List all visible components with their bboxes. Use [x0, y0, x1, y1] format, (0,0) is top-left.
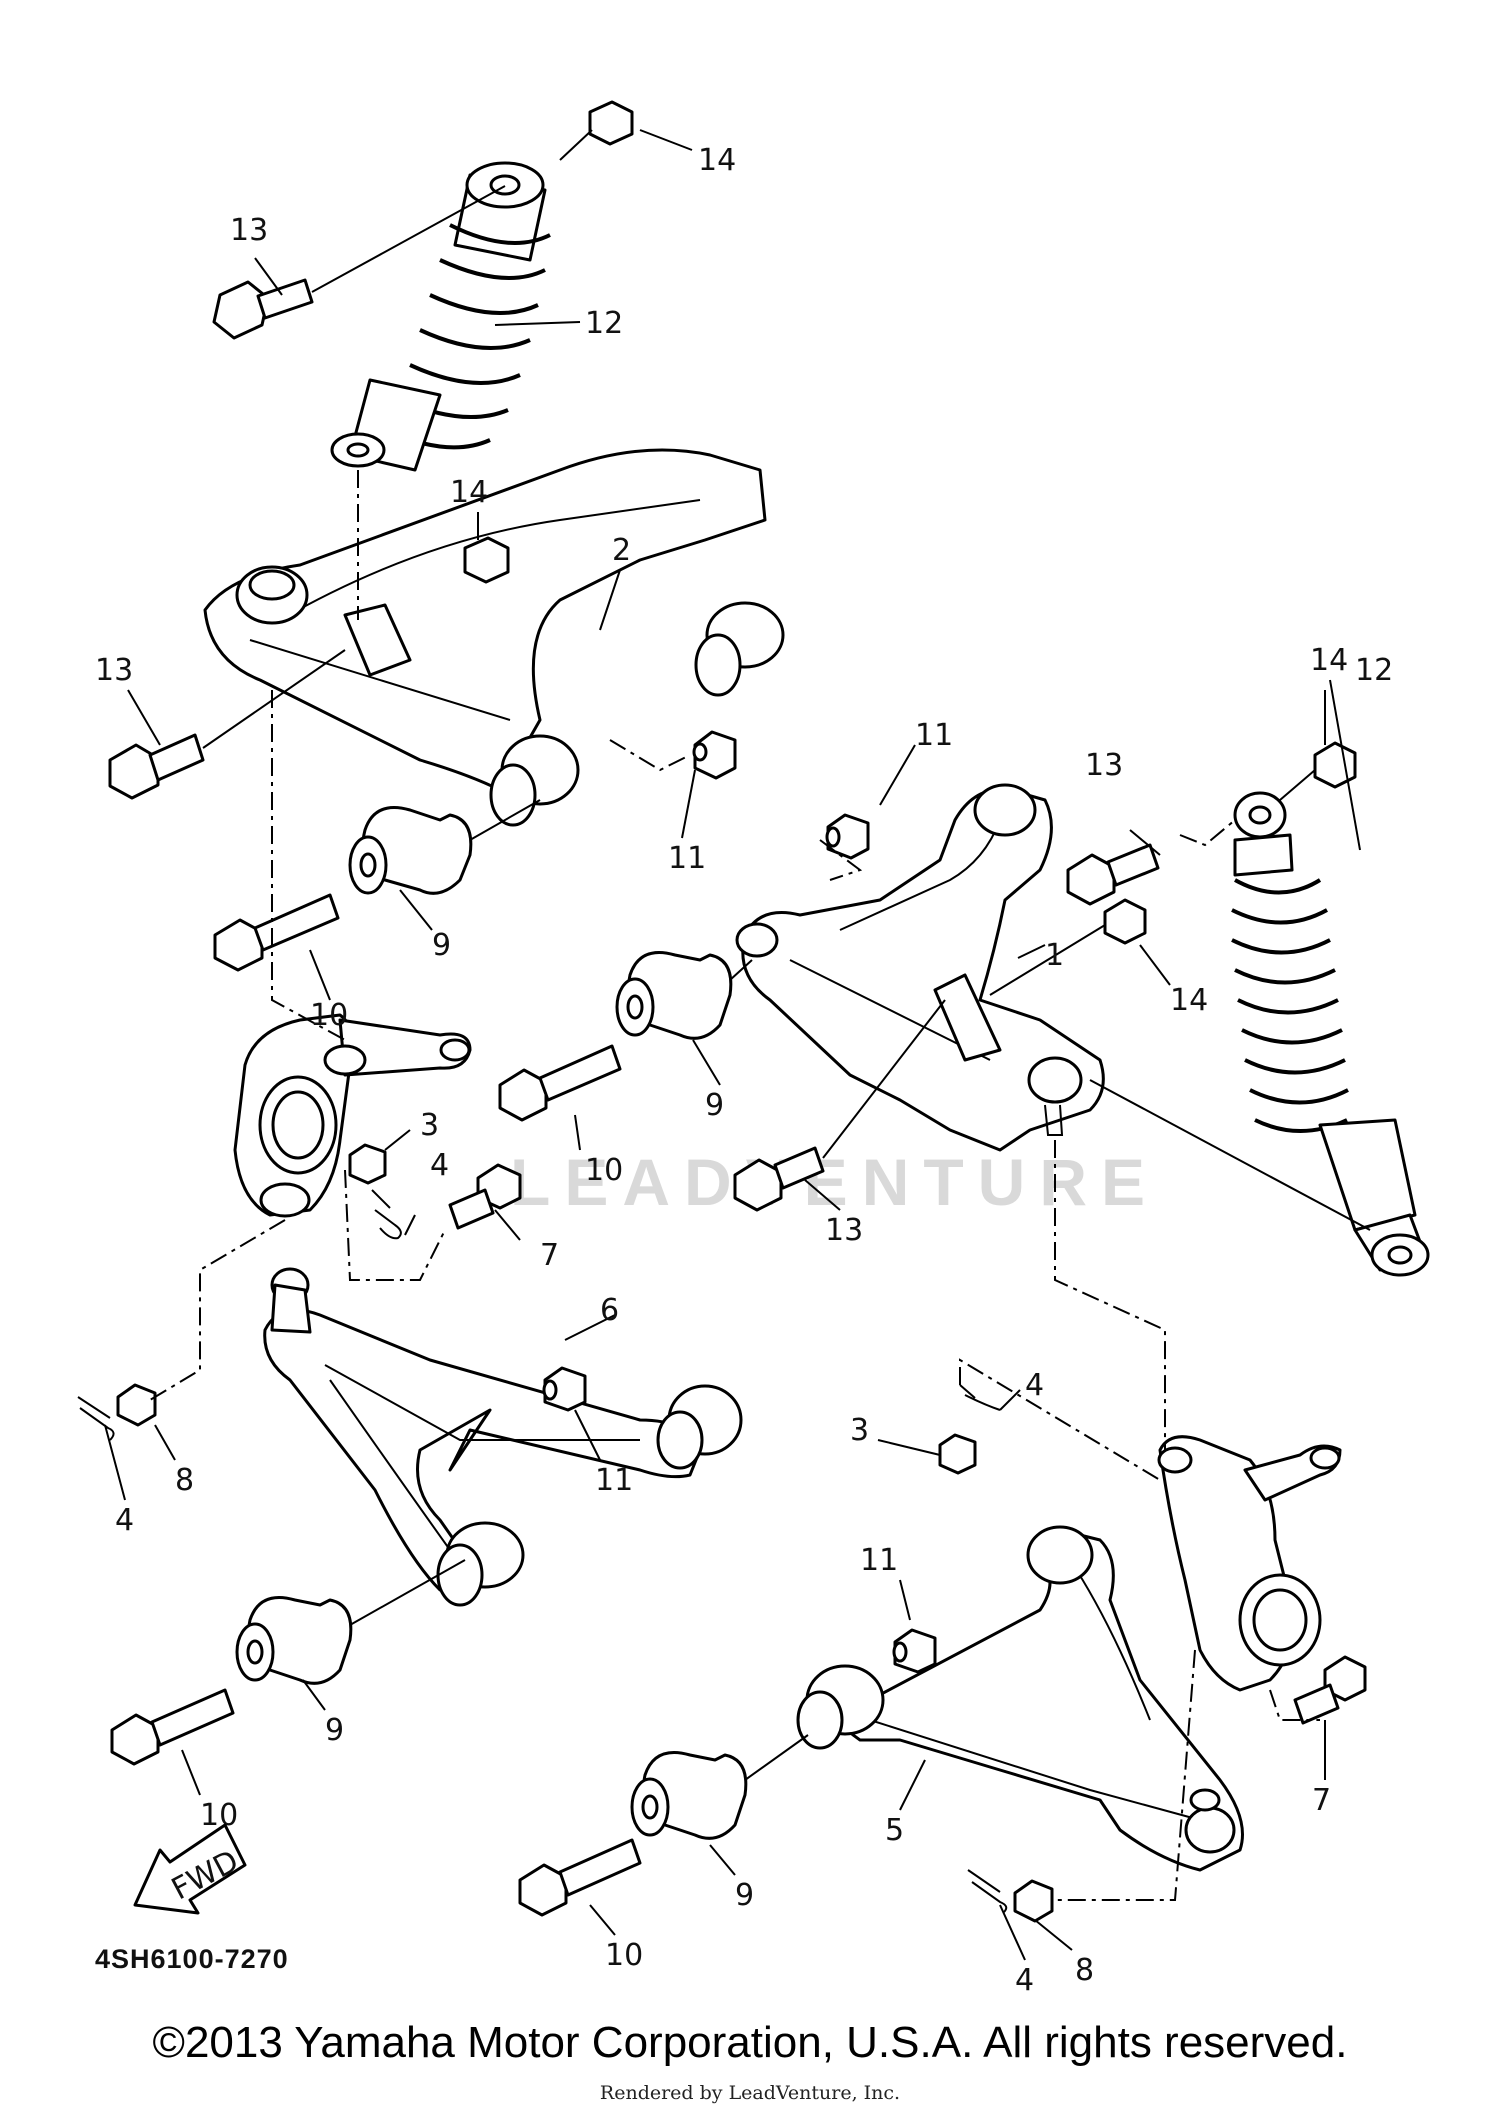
callout-5: 5 [885, 1813, 904, 1848]
bolt-10-lower-left [110, 1688, 235, 1766]
callout-13-right-shock: 13 [1085, 748, 1123, 783]
bushing-9-upper-left [348, 799, 541, 895]
nut-14-right-arm [989, 898, 1147, 996]
bushing-9-upper-right [615, 951, 753, 1040]
bolt-13-right-arm [733, 999, 946, 1212]
callout-labels: 14 13 12 14 2 13 11 9 10 1 14 12 14 13 1… [95, 143, 1393, 1998]
diagram-code: 4SH6100-7270 [95, 1944, 289, 1974]
callout-8-right: 8 [1075, 1953, 1094, 1988]
callout-8-left: 8 [175, 1463, 194, 1498]
callout-13-top: 13 [230, 213, 268, 248]
callout-12-right: 12 [1355, 653, 1393, 688]
callout-9-lower-right: 9 [735, 1878, 754, 1913]
nut-14-top [559, 100, 634, 161]
callout-9-upper-left: 9 [432, 928, 451, 963]
nut-14-right-shock [1279, 741, 1357, 801]
fwd-arrow: FWD [133, 1823, 247, 1915]
callout-3-right: 3 [850, 1413, 869, 1448]
callout-7-right: 7 [1312, 1783, 1331, 1818]
callout-14-top: 14 [698, 143, 736, 178]
callout-14-left-arm: 14 [450, 475, 488, 510]
assembly-lines [149, 470, 1320, 1901]
callout-13-left-arm: 13 [95, 653, 133, 688]
callout-7-left: 7 [540, 1238, 559, 1273]
nut-14-left-arm [463, 536, 510, 584]
nut-11-right-upper [825, 813, 870, 860]
nut-11-left-arm [692, 730, 737, 780]
knuckle-right [1157, 1435, 1342, 1692]
shock-absorber-right [1231, 791, 1430, 1277]
nut-8-right [1013, 1879, 1054, 1923]
nut-11-left-lower [542, 1366, 587, 1412]
bolt-10-middle [498, 1044, 622, 1122]
callout-6: 6 [600, 1293, 619, 1328]
cotter-pin-4-right-upper [959, 1384, 1001, 1411]
callout-leaders [104, 129, 1361, 1961]
watermark: LEADVENTURE [510, 1145, 1159, 1219]
nut-3-right [938, 1433, 977, 1475]
cotter-pin-4-left-upper [371, 1189, 402, 1240]
nut-8-left [116, 1383, 157, 1427]
callout-13-right-arm: 13 [825, 1213, 863, 1248]
bolt-13-top [212, 185, 506, 340]
bushing-9-lower-left [235, 1559, 466, 1685]
bolt-13-right-shock [1066, 843, 1160, 906]
callout-4-left-upper: 4 [430, 1148, 449, 1183]
callout-11-left-lower: 11 [595, 1463, 633, 1498]
bolt-13-left-arm [108, 649, 346, 800]
callout-11-left-arm: 11 [668, 841, 706, 876]
bushing-9-lower-right [630, 1734, 809, 1840]
cotter-pin-4-right-lower [967, 1869, 1008, 1913]
bolt-10-lower-right [518, 1838, 642, 1917]
nut-3-left [348, 1129, 411, 1185]
leader-shock-right-lower [1089, 1079, 1371, 1231]
callout-10-lower-right: 10 [605, 1938, 643, 1973]
callout-10-middle: 10 [585, 1153, 623, 1188]
callout-14-right-arm: 14 [1170, 983, 1208, 1018]
callout-3-left: 3 [420, 1108, 439, 1143]
callout-11-right-upper: 11 [915, 718, 953, 753]
callout-10-upper-left: 10 [310, 998, 348, 1033]
callout-2: 2 [612, 533, 631, 568]
callout-4-left-lower: 4 [115, 1503, 134, 1538]
bolt-7-left [448, 1163, 522, 1230]
rendered-by-credit: Rendered by LeadVenture, Inc. [599, 2082, 901, 2104]
shock-absorber-left [330, 161, 551, 472]
lower-arm-right [796, 1525, 1244, 1872]
callout-12-left: 12 [585, 306, 623, 341]
nut-11-right-lower [892, 1628, 937, 1674]
callout-4-right-upper: 4 [1025, 1368, 1044, 1403]
knuckle-left [233, 1013, 472, 1218]
bolt-7-right [1293, 1655, 1367, 1725]
copyright-notice: ©2013 Yamaha Motor Corporation, U.S.A. A… [152, 2018, 1348, 2067]
lower-arm-left [263, 1267, 743, 1607]
callout-11-right-lower: 11 [860, 1543, 898, 1578]
callout-1: 1 [1045, 938, 1064, 973]
callout-9-lower-left: 9 [325, 1713, 344, 1748]
upper-arm-left [203, 448, 785, 827]
callout-9-upper-right: 9 [705, 1088, 724, 1123]
cotter-pin-4-left-lower [77, 1396, 115, 1441]
callout-14-right-shock: 14 [1310, 643, 1348, 678]
parts-diagram: LEADVENTURE [77, 100, 1430, 1998]
bolt-10-upper-left [213, 893, 340, 972]
callout-4-right-lower: 4 [1015, 1963, 1034, 1998]
upper-arm-right [735, 783, 1105, 1152]
